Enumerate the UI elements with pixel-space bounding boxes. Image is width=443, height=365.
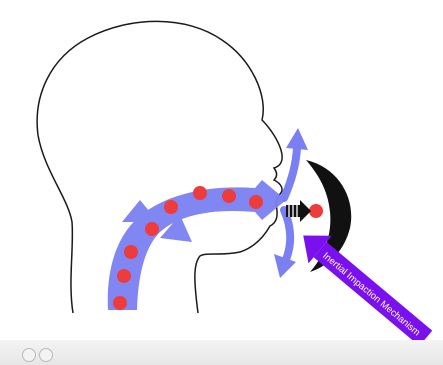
- particle: [249, 195, 263, 209]
- particle: [193, 186, 207, 200]
- particle: [113, 296, 127, 310]
- impaction-arrow: Inertial Impaction Mechanism: [292, 222, 438, 352]
- particle: [124, 245, 138, 259]
- zoom-in-icon[interactable]: [22, 348, 36, 362]
- particle: [117, 269, 131, 283]
- particle: [222, 189, 236, 203]
- bottom-bar: [0, 340, 443, 365]
- particle: [164, 200, 178, 214]
- particle: [145, 222, 159, 236]
- head-silhouette: [37, 21, 282, 313]
- impaction-label: Inertial Impaction Mechanism: [320, 251, 422, 339]
- particle: [309, 204, 323, 218]
- zoom-out-icon[interactable]: [39, 348, 53, 362]
- zoom-controls[interactable]: [22, 348, 53, 362]
